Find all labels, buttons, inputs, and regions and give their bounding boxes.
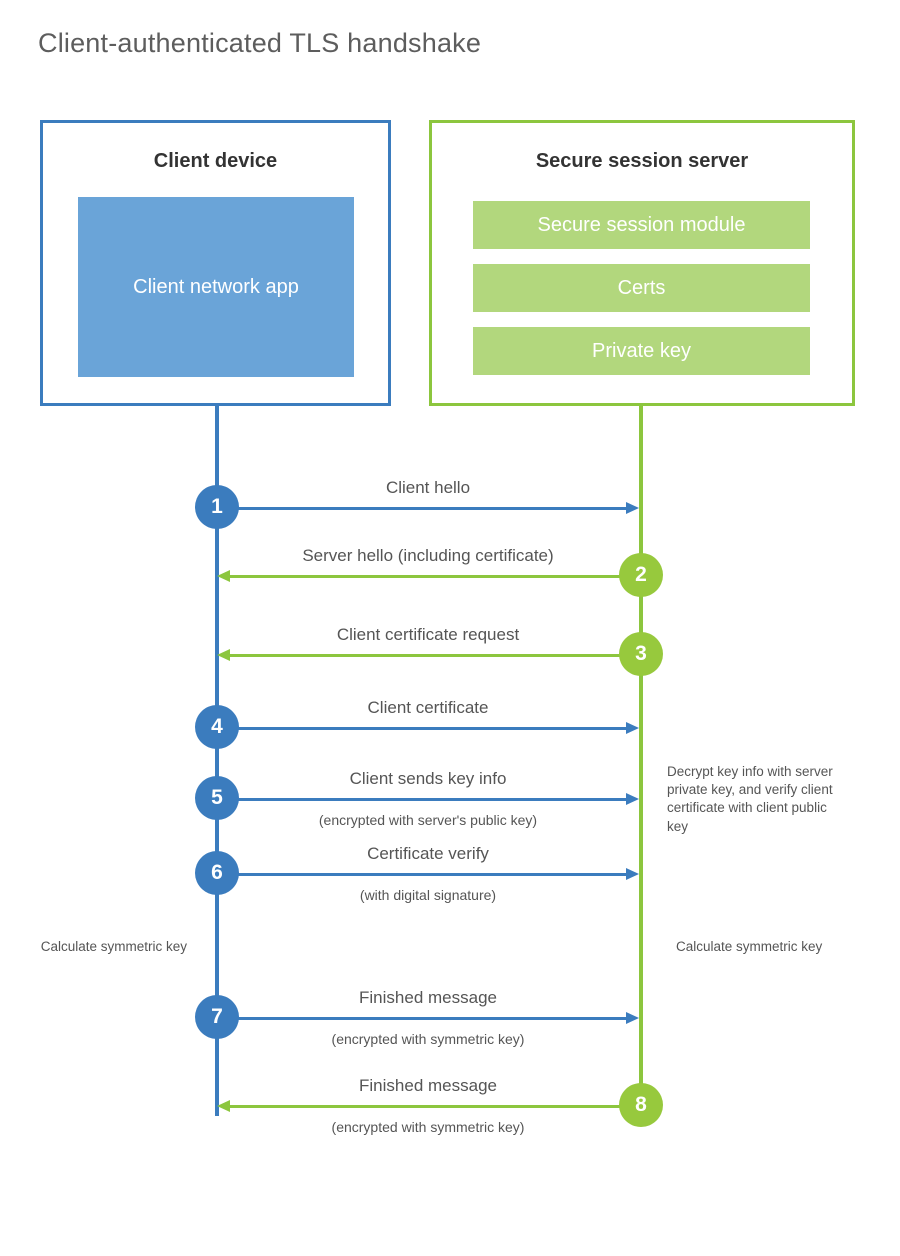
message-4-label: Client certificate — [367, 698, 489, 717]
message-8-arrowhead-icon — [217, 1100, 230, 1112]
message-2-line — [230, 575, 639, 578]
page-title: Client-authenticated TLS handshake — [38, 28, 482, 58]
server-component-private-key: Private key — [473, 327, 810, 375]
step-badge-1: 1 — [195, 485, 239, 529]
message-3-label: Client certificate request — [336, 625, 520, 644]
message-8-line — [230, 1105, 639, 1108]
client-network-app-panel: Client network app — [78, 197, 354, 377]
message-7-label: Finished message — [359, 988, 497, 1007]
secure-session-server-title: Secure session server — [535, 150, 749, 172]
message-6-arrowhead-icon — [626, 868, 639, 880]
message-4-arrowhead-icon — [626, 722, 639, 734]
annotation-server-calculate-symmetric-key: Calculate symmetric key — [676, 939, 823, 954]
step-badge-6: 6 — [195, 851, 239, 895]
message-1-arrowhead-icon — [626, 502, 639, 514]
step-badge-3: 3 — [619, 632, 663, 676]
message-1-label: Client hello — [385, 478, 471, 497]
step-badge-4: 4 — [195, 705, 239, 749]
message-2-label: Server hello (including certificate) — [302, 546, 554, 565]
message-7-sublabel: (encrypted with symmetric key) — [331, 1031, 525, 1047]
step-badge-7: 7 — [195, 995, 239, 1039]
message-3-line — [230, 654, 639, 657]
message-1-line — [217, 507, 626, 510]
annotation-server-decrypt: Decrypt key info with server private key… — [667, 764, 833, 834]
message-3-arrowhead-icon — [217, 649, 230, 661]
client-device-box: Client device Client network app — [40, 120, 391, 406]
message-5-label: Client sends key info — [349, 769, 507, 788]
secure-session-server-box: Secure session server Secure session mod… — [429, 120, 855, 406]
annotation-client-calculate-symmetric-key: Calculate symmetric key — [40, 939, 187, 954]
message-5-arrowhead-icon — [626, 793, 639, 805]
server-lifeline — [639, 406, 643, 1106]
message-8-sublabel: (encrypted with symmetric key) — [331, 1119, 525, 1135]
step-badge-2: 2 — [619, 553, 663, 597]
step-badge-8: 8 — [619, 1083, 663, 1127]
message-5-line — [217, 798, 626, 801]
server-component-certs: Certs — [473, 264, 810, 312]
step-badge-5: 5 — [195, 776, 239, 820]
message-6-sublabel: (with digital signature) — [359, 887, 497, 903]
client-lifeline — [215, 406, 219, 1116]
message-7-arrowhead-icon — [626, 1012, 639, 1024]
client-device-title: Client device — [153, 150, 278, 172]
message-7-line — [217, 1017, 626, 1020]
message-8-label: Finished message — [359, 1076, 497, 1095]
message-4-line — [217, 727, 626, 730]
message-6-line — [217, 873, 626, 876]
server-component-secure-session-module: Secure session module — [473, 201, 810, 249]
message-5-sublabel: (encrypted with server's public key) — [318, 812, 538, 828]
message-6-label: Certificate verify — [367, 844, 489, 863]
message-2-arrowhead-icon — [217, 570, 230, 582]
